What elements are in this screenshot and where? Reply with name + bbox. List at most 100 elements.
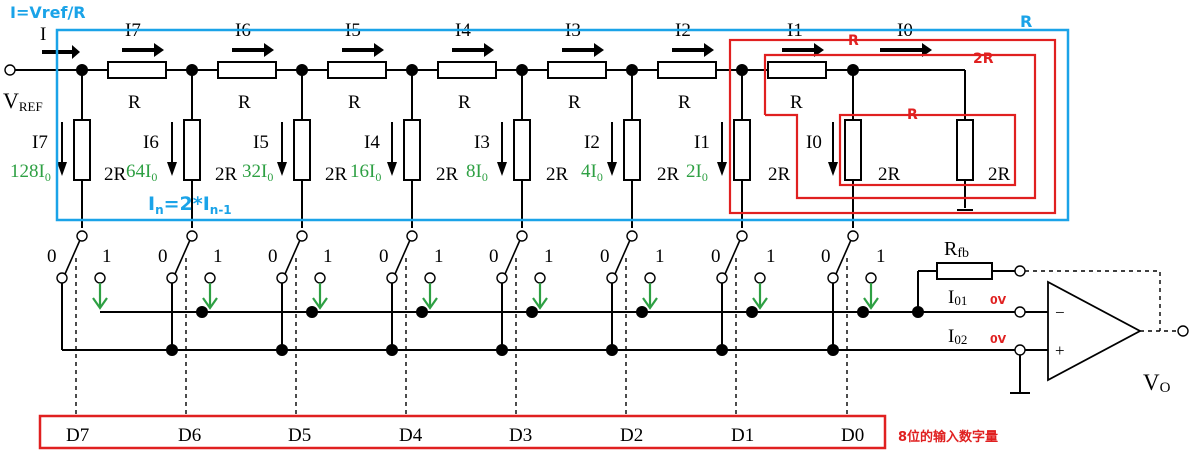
current-arrow-D7	[92, 297, 108, 310]
switch-pivot-D4	[406, 230, 418, 242]
branch-arrow-head-D5	[277, 162, 287, 176]
series-resistor-R-5: R	[568, 92, 581, 113]
bit-D7: D7	[66, 425, 89, 446]
series-arrow-3	[342, 43, 384, 57]
branch-current-I2: I2	[584, 132, 600, 153]
multiplier-2: 2I0	[686, 161, 708, 184]
switch-contact0-D5	[276, 272, 288, 284]
branch-current-I5: I5	[253, 132, 269, 153]
switch-contact1-D2	[644, 272, 656, 284]
switch-pivot-D3	[516, 230, 528, 242]
branch-current-I3: I3	[474, 132, 490, 153]
switch-contact1-D0	[865, 272, 877, 284]
sw-D1-pos0: 0	[711, 246, 721, 267]
series-resistor-4	[437, 61, 497, 79]
branch-current-I6: I6	[143, 132, 159, 153]
branch-arrow-head-D1	[717, 162, 727, 176]
red-box-outer	[728, 38, 1057, 215]
vref-terminal	[4, 64, 16, 76]
opamp-minus-terminal	[1014, 306, 1026, 318]
switch-blade-D0	[835, 239, 852, 275]
bit-D0: D0	[841, 425, 864, 446]
red-label-R-inner: R	[907, 107, 918, 123]
branch-arrow-head-D3	[497, 162, 507, 176]
multiplier-128: 128I0	[10, 161, 51, 184]
sw-D2-pos0: 0	[600, 246, 610, 267]
sw-D6-pos1: 1	[213, 246, 223, 267]
current-arrow-D6	[202, 297, 218, 310]
sw-D7-pos1: 1	[102, 246, 112, 267]
shunt-resistor-2R-1: 2R	[104, 164, 127, 185]
vref-label: VREF	[3, 88, 43, 114]
shunt-resistor-2R-5: 2R	[546, 164, 569, 185]
multiplier-labels: 128I0 64I0 32I0 16I0 8I0 4I0 2I0	[10, 161, 708, 184]
red-box-middle	[763, 53, 1037, 200]
current-arrow-D3	[532, 297, 548, 310]
current-formula: I=Vref/R	[10, 3, 86, 22]
blue-box-R-label: R	[1020, 12, 1032, 31]
series-resistor-R-4: R	[458, 92, 471, 113]
digital-input-caption: 8位的输入数字量	[898, 429, 998, 445]
rfb-terminal	[1014, 265, 1026, 277]
switch-pivot-D2	[626, 230, 638, 242]
opamp-plus-terminal	[1014, 344, 1026, 356]
branch-arrow-head-D2	[607, 162, 617, 176]
series-arrow-6	[672, 43, 714, 57]
current-arrow-D4	[422, 297, 438, 310]
switch-contact0-D3	[496, 272, 508, 284]
multiplier-8: 8I0	[466, 161, 488, 184]
current-arrow-D2	[642, 297, 658, 310]
series-resistor-R-1: R	[128, 92, 141, 113]
I02-zero-volt: 0V	[990, 333, 1007, 346]
shunt-resistor-D1	[733, 119, 751, 181]
series-resistor-5	[547, 61, 607, 79]
shunt-resistor-2R-2: 2R	[215, 164, 238, 185]
branch-arrow-head-D0	[828, 162, 838, 176]
switch-contact0-D2	[606, 272, 618, 284]
feedback-resistor	[936, 262, 993, 280]
vo-terminal	[1177, 325, 1189, 337]
series-resistor-R-7: R	[790, 92, 803, 113]
branch-arrow-head-D4	[387, 162, 397, 176]
shunt-resistor-D7	[73, 119, 91, 181]
opamp-plus-sign: +	[1055, 341, 1065, 360]
bit-D4: D4	[399, 425, 423, 446]
series-resistor-R-2: R	[238, 92, 251, 113]
sw-D2-pos1: 1	[655, 246, 665, 267]
branch-current-I0: I0	[806, 132, 822, 153]
series-resistor-7	[767, 61, 827, 79]
multiplier-16: 16I0	[350, 161, 381, 184]
multiplier-4: 4I0	[581, 161, 603, 184]
series-resistor-2	[217, 61, 277, 79]
switch-contact1-D3	[534, 272, 546, 284]
sw-D6-pos0: 0	[158, 246, 168, 267]
bit-D6: D6	[178, 425, 201, 446]
switch-contact1-D7	[94, 272, 106, 284]
sw-D7-pos0: 0	[47, 246, 57, 267]
bit-D2: D2	[620, 425, 643, 446]
ladder-highlight-box	[55, 28, 1070, 222]
series-arrow-5	[562, 43, 604, 57]
branch-current-labels: I7 I6 I5 I4 I3 I2 I1 I0	[32, 132, 822, 153]
opamp-minus-sign: −	[1055, 303, 1065, 322]
series-arrow-2	[232, 43, 274, 57]
sw-D5-pos1: 1	[323, 246, 333, 267]
switch-contact1-D5	[314, 272, 326, 284]
sw-D3-pos0: 0	[489, 246, 499, 267]
switch-blade-D5	[284, 239, 301, 275]
I01-zero-volt: 0V	[990, 294, 1007, 307]
series-arrow-7	[782, 43, 824, 57]
shunt-resistor-D2	[623, 119, 641, 181]
switch-contact1-D4	[424, 272, 436, 284]
series-resistor-3	[327, 61, 387, 79]
series-arrow-4	[452, 43, 494, 57]
bit-D3: D3	[509, 425, 532, 446]
branch-current-I4: I4	[364, 132, 380, 153]
multiplier-64: 64I0	[126, 161, 157, 184]
sw-D4-pos1: 1	[434, 246, 444, 267]
shunt-resistor-D5	[293, 119, 311, 181]
current-arrow-D0	[863, 297, 879, 310]
series-resistor-6	[657, 61, 717, 79]
